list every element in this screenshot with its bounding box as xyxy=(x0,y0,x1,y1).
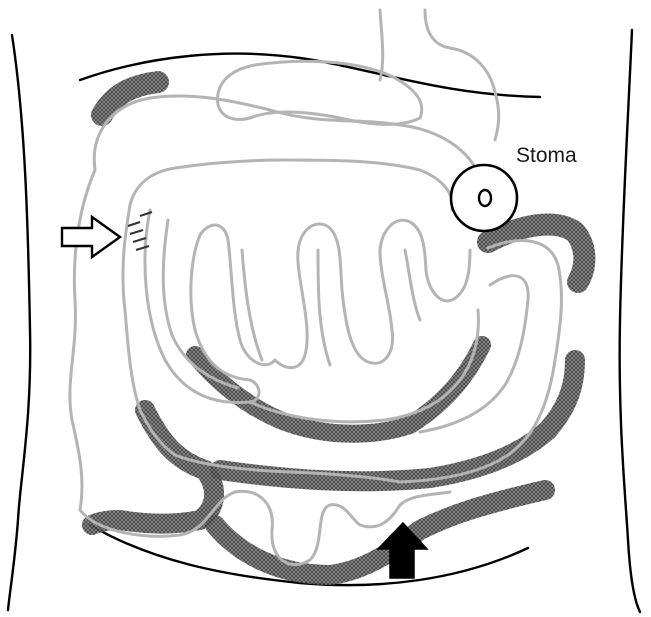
transverse-colon xyxy=(94,96,482,225)
stitch-mark xyxy=(136,246,149,250)
stitch-mark xyxy=(130,230,143,234)
bowel-top-loop xyxy=(380,10,499,140)
stitch-mark xyxy=(128,222,140,226)
small-bowel-loop-2 xyxy=(275,224,393,368)
stitch-mark xyxy=(133,238,146,242)
shade-lower-left xyxy=(92,410,214,525)
ascending-colon xyxy=(70,170,175,510)
small-bowel-loop-3 xyxy=(380,220,470,301)
peritoneal-shading xyxy=(92,82,584,575)
shade-right-upper xyxy=(488,225,584,282)
bowel-top-loop-2 xyxy=(218,61,422,124)
stoma-label: Stoma xyxy=(516,144,577,167)
right-flank-line xyxy=(620,30,640,612)
stoma-outer-ring xyxy=(451,165,517,231)
stoma xyxy=(451,165,517,231)
left-flank-line xyxy=(8,35,30,610)
right-arrow-outline-icon xyxy=(62,217,120,257)
